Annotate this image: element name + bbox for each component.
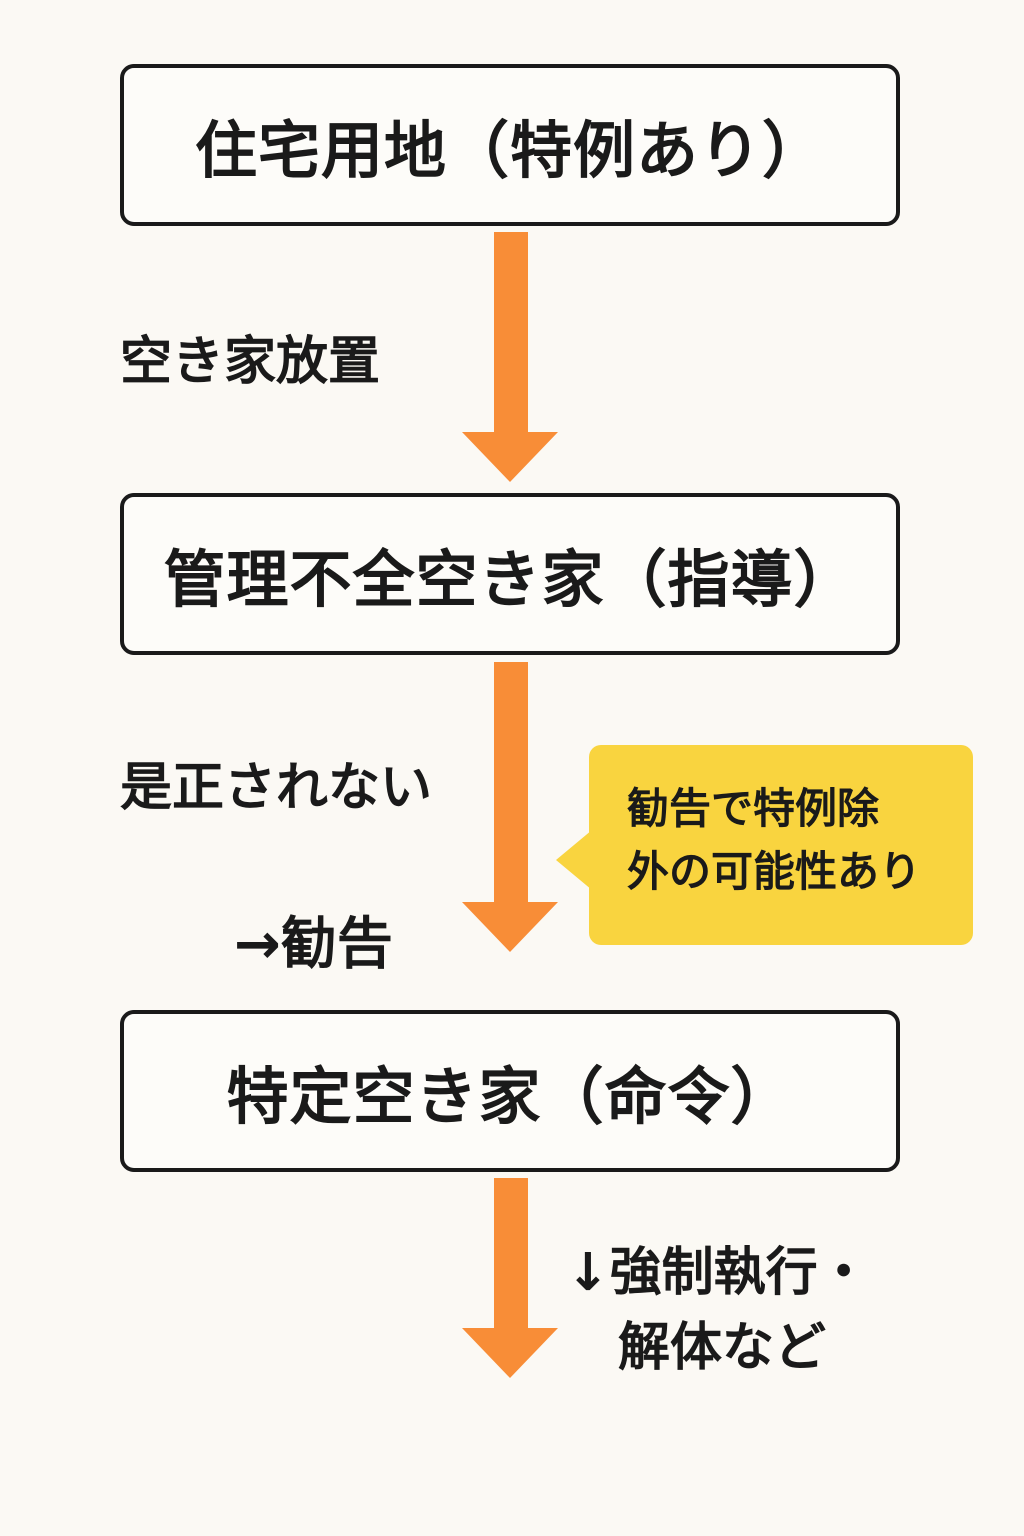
edge-label-enforcement-line-2: 解体など [618,1318,827,1379]
node-residential-land-label: 住宅用地（特例あり） [194,114,825,187]
arrow-shaft [494,662,528,904]
edge-label-not-corrected: 是正されない [120,758,433,818]
edge-label-enforcement-line-1: ↓強制執行・ [566,1243,870,1303]
arrow-head [462,432,558,482]
edge-label-vacant: 空き家放置 [120,332,381,392]
node-specified-vacant-house: 特定空き家（命令） [120,1010,900,1172]
arrow-head [462,1328,558,1378]
callout-pointer [556,830,592,890]
node-specified-vacant-house-label: 特定空き家（命令） [226,1060,794,1133]
node-residential-land: 住宅用地（特例あり） [120,64,900,226]
callout-note: 勧告で特例除 外の可能性あり [589,745,973,945]
callout-line-1: 勧告で特例除 [627,784,880,833]
edge-label-enforcement: ↓強制執行・ 解体など [566,1236,870,1387]
callout-line-2: 外の可能性あり [627,847,922,896]
arrow-shaft [494,1178,528,1330]
edge-label-recommendation: →勧告 [234,912,393,977]
node-poorly-managed-house-label: 管理不全空き家（指導） [163,543,857,616]
arrow-shaft [494,232,528,432]
node-poorly-managed-house: 管理不全空き家（指導） [120,493,900,655]
arrow-head [462,902,558,952]
